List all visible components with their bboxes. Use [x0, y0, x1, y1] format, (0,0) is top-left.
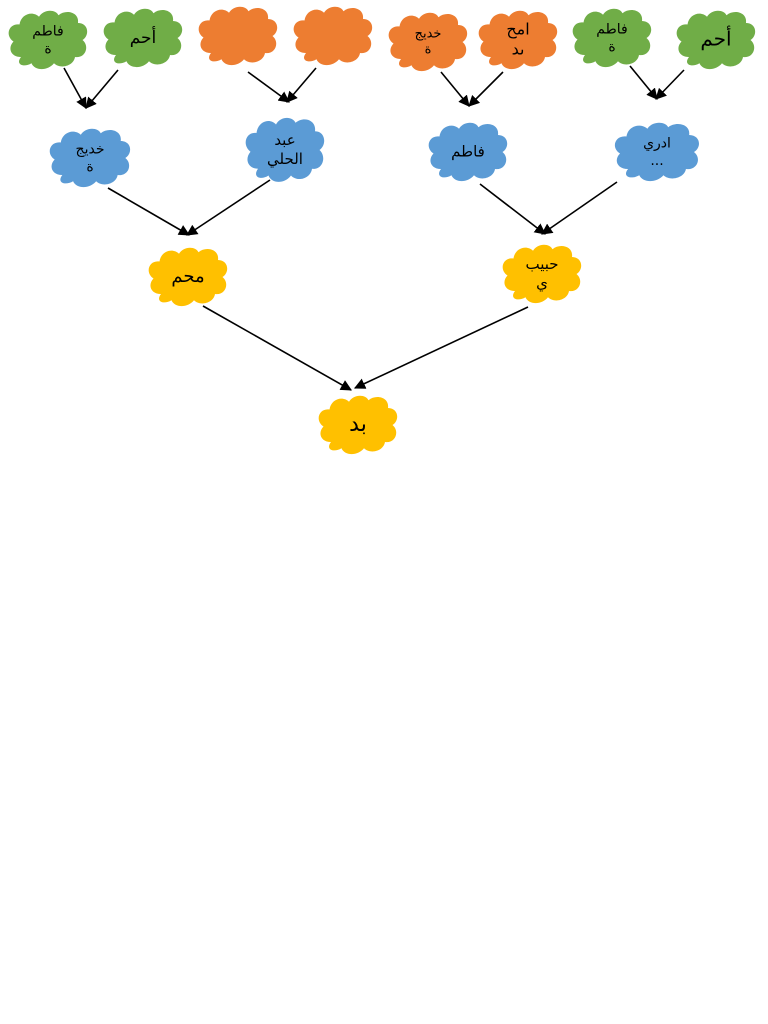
cloud-shape: [676, 10, 756, 70]
cloud-node-g3-5: خديج ة: [388, 12, 468, 72]
cloud-label-line: فاطم: [596, 21, 627, 37]
cloud-label-line: امح: [506, 20, 529, 40]
arrow-connector-14: [353, 306, 529, 389]
cloud-shape: [103, 8, 183, 68]
cloud-node-g3-3: [198, 6, 278, 66]
cloud-node-g1-1: محم: [148, 247, 228, 307]
cloud-label-line: ىد: [512, 40, 525, 59]
cloud-node-g3-1: فاطم ة: [8, 10, 88, 70]
cloud-label-line: ة: [425, 43, 432, 58]
cloud-label-line: ة: [86, 159, 93, 175]
cloud-label-line: ي: [536, 274, 548, 293]
cloud-node-g2-1: خديج ة: [49, 128, 131, 188]
cloud-label-line: ادري: [643, 135, 671, 151]
cloud-label-line: ة: [608, 39, 615, 55]
cloud-label-line: حبيب: [525, 255, 558, 273]
cloud-shape: [293, 6, 373, 66]
cloud-node-g2-3: فاطم: [428, 122, 508, 182]
cloud-label-line: فاطم: [32, 23, 63, 39]
arrow-connector-1: [63, 67, 87, 109]
cloud-shape: [572, 8, 652, 68]
arrow-connector-3: [247, 71, 290, 103]
cloud-shape: [388, 12, 468, 72]
cloud-shape: [198, 6, 278, 66]
cloud-shape: [49, 128, 131, 188]
cloud-label-line: محم: [171, 266, 204, 287]
cloud-label-line: خديج: [76, 141, 105, 157]
arrow-connector-11: [479, 183, 546, 235]
cloud-shape: [428, 122, 508, 182]
cloud-shape: [8, 10, 88, 70]
arrow-connector-12: [541, 181, 618, 235]
arrow-connector-5: [440, 71, 470, 107]
tree-edges: [63, 65, 685, 391]
arrow-connector-8: [655, 69, 685, 100]
cloud-label-line: خديج: [415, 26, 442, 41]
cloud-shape: [478, 10, 558, 70]
arrow-connector-10: [186, 179, 271, 236]
cloud-node-g3-2: أحم: [103, 8, 183, 68]
cloud-node-g3-7: فاطم ة: [572, 8, 652, 68]
cloud-shape: [614, 122, 699, 182]
arrow-connector-13: [202, 305, 352, 391]
cloud-node-root: بد: [318, 395, 398, 455]
cloud-node-g3-8: أحم: [676, 10, 756, 70]
cloud-shape: [318, 395, 398, 455]
cloud-node-g2-4: ادري...: [614, 122, 699, 182]
cloud-label-line: عبد: [274, 131, 295, 149]
arrow-connector-9: [107, 187, 190, 236]
cloud-node-g3-4: [293, 6, 373, 66]
arrow-connector-6: [468, 71, 504, 107]
cloud-shape: [148, 247, 228, 307]
arrow-connector-4: [286, 67, 317, 103]
cloud-shape: [245, 117, 325, 182]
arrow-connector-2: [85, 69, 119, 109]
cloud-label-line: ...: [650, 153, 663, 169]
cloud-label-line: أحم: [130, 26, 157, 48]
cloud-label-line: أحم: [700, 26, 731, 51]
cloud-label-line: بد: [349, 412, 367, 437]
arrow-connector-7: [629, 65, 658, 100]
cloud-shape: [502, 244, 582, 304]
cloud-label-line: فاطم: [451, 143, 485, 161]
cloud-label-line: ة: [44, 41, 51, 57]
cloud-label-line: الحلي: [267, 150, 303, 169]
